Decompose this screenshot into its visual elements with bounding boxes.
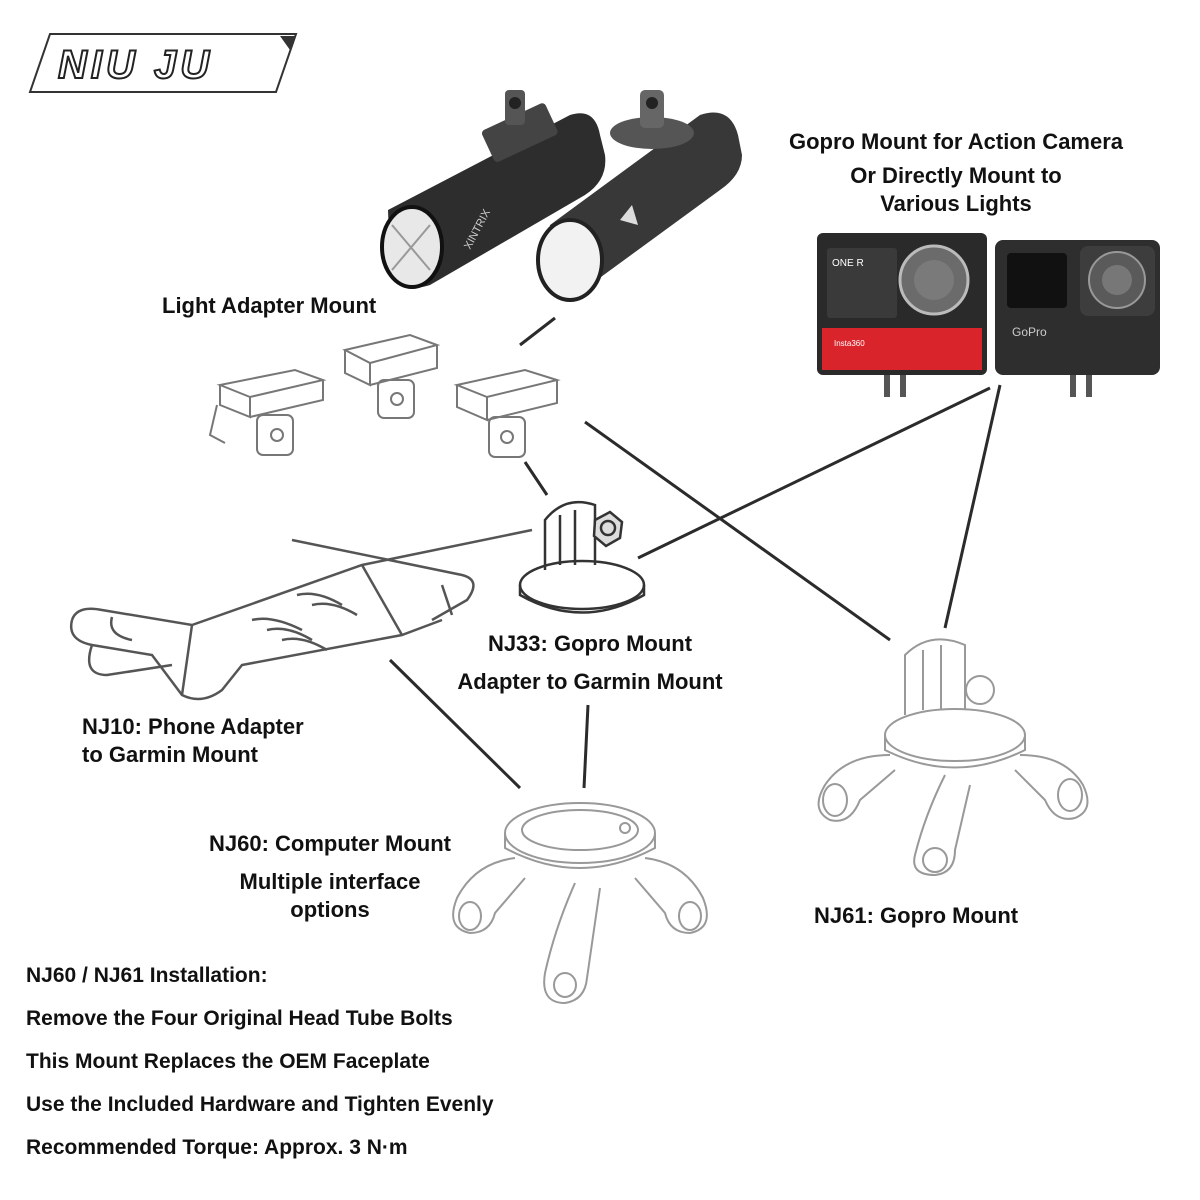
logo-text: NIU JU	[58, 43, 213, 87]
gopro-camera-label-line1: Gopro Mount for Action Camera	[788, 129, 1124, 154]
installation-step: Remove the Four Original Head Tube Bolts	[26, 1007, 453, 1030]
installation-step: This Mount Replaces the OEM Faceplate	[26, 1050, 430, 1073]
bike-lights-image: XINTRIX	[380, 90, 742, 302]
nj60-label-line3: options	[290, 897, 370, 922]
nj33-label-line2: Adapter to Garmin Mount	[457, 669, 723, 694]
nj61-label: NJ61: Gopro Mount	[814, 903, 1019, 928]
installation-heading: NJ60 / NJ61 Installation:	[26, 964, 268, 987]
installation-step: Use the Included Hardware and Tighten Ev…	[26, 1093, 494, 1116]
camera-left-brand-print: Insta360	[834, 339, 865, 348]
light-right	[536, 90, 742, 302]
nj10-label-line1: NJ10: Phone Adapter	[82, 714, 304, 739]
nj10-phone-adapter-image	[69, 528, 533, 701]
light-left: XINTRIX	[380, 90, 606, 289]
light-adapter-clips	[208, 333, 561, 458]
nj33-label: NJ33: Gopro Mount Adapter to Garmin Moun…	[440, 630, 740, 696]
nj60-label-line2: Multiple interface	[239, 869, 421, 894]
nj33-label-line1: NJ33: Gopro Mount	[487, 631, 693, 656]
clip-2	[342, 333, 441, 419]
nj61-gopro-mount-image	[817, 638, 1089, 877]
nj60-label: NJ60: Computer Mount Multiple interface …	[190, 830, 470, 924]
camera-left-print: ONE R	[832, 258, 864, 269]
action-cameras-image: ONE R Insta360 GoPro	[817, 233, 1160, 397]
nj10-label-line2: to Garmin Mount	[82, 742, 258, 767]
camera-gopro: GoPro	[995, 240, 1160, 397]
installation-step: Recommended Torque: Approx. 3 N·m	[26, 1136, 408, 1159]
nj60-computer-mount-image	[452, 802, 708, 1005]
gopro-camera-label-line3: Various Lights	[880, 191, 1032, 216]
nj10-label: NJ10: Phone Adapter to Garmin Mount	[82, 713, 304, 769]
clip-1	[208, 368, 327, 456]
installation-section: NJ60 / NJ61 Installation: Remove the Fou…	[26, 962, 494, 1177]
light-adapter-label: Light Adapter Mount	[162, 293, 377, 318]
camera-right-print: GoPro	[1012, 325, 1047, 339]
gopro-camera-label: Gopro Mount for Action Camera Or Directl…	[760, 128, 1152, 218]
clip-3	[453, 368, 561, 458]
camera-insta360: ONE R Insta360	[817, 233, 987, 397]
nj33-gopro-mount-image	[518, 500, 646, 614]
gopro-camera-label-line2: Or Directly Mount to	[850, 163, 1062, 188]
nj60-label-line1: NJ60: Computer Mount	[209, 831, 451, 856]
niuju-logo: NIU JU	[28, 33, 298, 93]
